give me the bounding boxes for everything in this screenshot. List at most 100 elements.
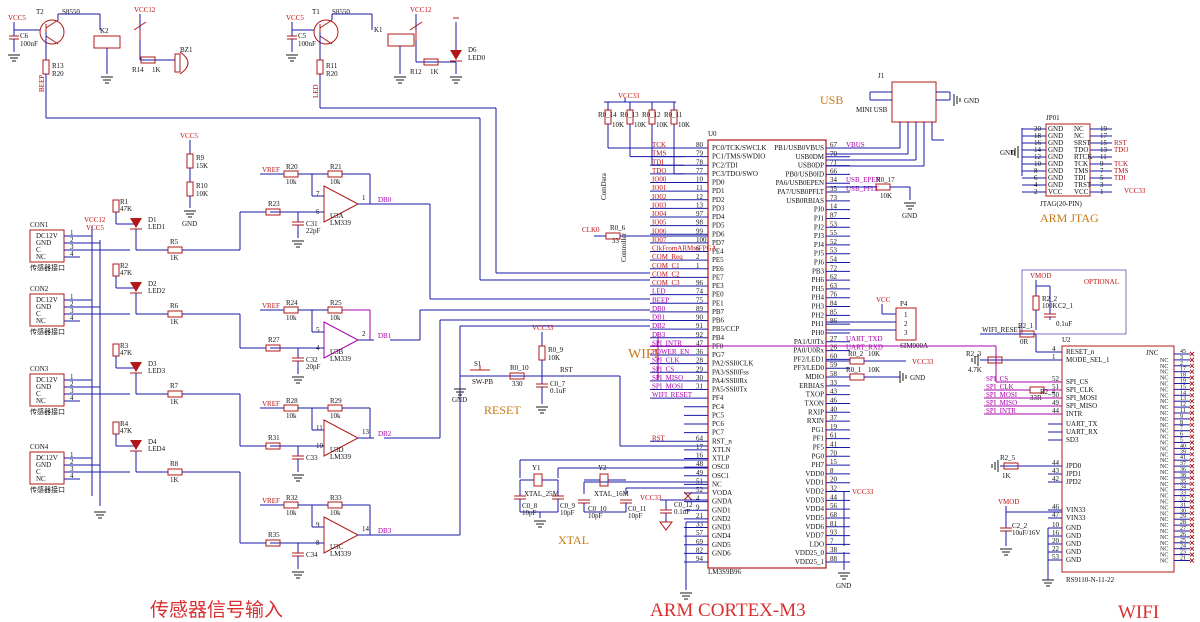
connector-pin-num: 2 <box>70 236 74 244</box>
comparator-part: LM339 <box>330 453 352 461</box>
mcu-left-pin-name: PA4/SSI0Rx <box>712 377 748 385</box>
mcu-right-pin-num: 85 <box>830 308 838 316</box>
wifi-left-pin-net: SPI_MISO <box>986 399 1017 407</box>
comparator-out-net: DB1 <box>378 332 392 340</box>
wifi-right-pin-name: NC <box>1160 476 1168 482</box>
mdio-vcc-label: VCC33 <box>912 358 934 366</box>
wifi-right-pin-num: 13 <box>1180 396 1186 402</box>
jtag-pin-num-left: 18 <box>1034 132 1042 140</box>
mcu-left-pin-name: PC3/TDO/SWO <box>712 170 758 178</box>
jtag-pin-name-left: GND <box>1048 153 1063 161</box>
wifi-right-pin-name: NC <box>1160 446 1168 452</box>
mcu-left-pin-net: COM_Req <box>652 253 683 261</box>
p4-ref: P4 <box>900 300 908 308</box>
mcu-left-pin-name: PD3 <box>712 204 725 212</box>
series-res-val: 1K <box>170 318 179 326</box>
mcu-right-pin-name: USB0DP <box>798 162 824 170</box>
mcu-right-pin-num: 60 <box>830 352 838 360</box>
mcu-left-pin-num: 48 <box>696 460 704 468</box>
comparator-rfb-ref: R33 <box>330 494 342 502</box>
connector-pin-num: 4 <box>70 472 74 480</box>
mcu-left-pin-num: 6 <box>696 245 700 253</box>
wifi-right-pin-num: 12 <box>1180 402 1186 408</box>
mcu-right-pin-net: VBUS <box>846 141 865 149</box>
mcu-left-pin-num: 4 <box>696 495 700 503</box>
jtag-pin-name-left: GND <box>1048 146 1063 154</box>
vref-divider: VCC5 R9 15K R10 10K GND <box>180 132 208 228</box>
jtag-pin-net: RST <box>1114 139 1128 147</box>
mcu-right-pin-num: 38 <box>830 546 838 554</box>
mcu-right-pin-num: 19 <box>830 423 838 431</box>
mcu-right-pin-num: 73 <box>830 194 838 202</box>
net-beep-label: BEEP <box>38 75 46 92</box>
connector-pin-num: 2 <box>70 458 74 466</box>
y1-ref: Y1 <box>532 464 541 472</box>
mcu-right-pin-name: USB0RBIAS <box>786 197 824 205</box>
mcu-right-pin-num: 37 <box>830 414 838 422</box>
mcu-right-pin-name: PA1/U0Tx <box>794 338 825 346</box>
d6-ref: D6 <box>468 46 477 54</box>
mcu-right-pin-num: 71 <box>830 159 838 167</box>
mcu-right-pin-num: 76 <box>830 291 838 299</box>
c0-10-ref: C0_10 <box>588 505 607 513</box>
c6-val: 100nF <box>20 40 38 48</box>
wifi-right-pin-name: NC <box>1160 541 1168 547</box>
jtag-ref: JP01 <box>1046 114 1060 122</box>
mcu-left-pin-num: 64 <box>696 434 704 442</box>
mcu-left-pin-net: SPI_MOSI <box>652 383 684 391</box>
mcu-right-pin-name: PA0/U0Rx <box>794 347 825 355</box>
comparator-rfb-ref: R29 <box>330 397 342 405</box>
pullup-res-ref: R4 <box>120 420 129 428</box>
mcu-left-pin-name: PE0 <box>712 291 724 299</box>
mcu-right-pin-name: VDD5 <box>805 514 824 522</box>
spi-bus <box>650 332 1062 415</box>
sensor-led-val: LED2 <box>148 287 166 295</box>
wifi-right-pin-num: 32 <box>1180 497 1186 503</box>
jtag-pin-name-left: GND <box>1048 167 1063 175</box>
u2-ref: U2 <box>1062 336 1071 344</box>
mcu-left-pin-num: 98 <box>696 219 704 227</box>
jtag-pin-name-left: VCC <box>1048 188 1063 196</box>
comparator-vref: VREF <box>262 497 280 505</box>
mcu-left-pin-num: 13 <box>696 201 704 209</box>
mcu-right-pin-name: VDD2 <box>805 488 824 496</box>
pullup-ref: R0_13 <box>620 111 639 119</box>
buzzer-driver-block: VCC5 C6 100nF T2 S8550 K2 VCC12 R14 1K B… <box>7 6 650 281</box>
wifi-left-pin-net: SPI_INTR <box>986 407 1016 415</box>
wifi-left-pin-num: 16 <box>1052 529 1060 537</box>
mcu-left-pin-name: PE7 <box>712 273 724 281</box>
mcu-right-pin-name: ERBIAS <box>799 382 824 390</box>
wifi-right-pin-name: NC <box>1160 523 1168 529</box>
mcu-left-pin-name: PA2/SSI0CLK <box>712 360 753 368</box>
mcu-right-pin-name: VDD25_0 <box>795 549 825 557</box>
wifi-left-pin-name: INTR <box>1066 410 1083 418</box>
mcu-left-pin-name: PE6 <box>712 265 724 273</box>
comparator-part: LM339 <box>330 355 352 363</box>
jtag-pin-name-left: GND <box>1048 125 1063 133</box>
mcu-right-pin-num: 8 <box>830 467 834 475</box>
jtag-pin-num-left: 4 <box>1034 181 1038 189</box>
wifi-right-pin-num: 26 <box>1180 532 1186 538</box>
jtag-pin-name-left: GND <box>1048 139 1063 147</box>
comparator-pin-a: 9 <box>316 521 320 529</box>
comparator-part: LM339 <box>330 219 352 227</box>
sensor-led-ref: D4 <box>148 438 157 446</box>
wifi-right-pin-num: 7 <box>1180 426 1183 432</box>
mcu-left-pin-name: PE3 <box>712 282 724 290</box>
mcu-right-pin-num: 52 <box>830 238 838 246</box>
mcu-left-pin-name: PD2 <box>712 196 725 204</box>
wifi-right-pin-name: NC <box>1160 535 1168 541</box>
wifi-left-pin-num: 4 <box>1052 345 1056 353</box>
mcu-left-pin-num: 75 <box>696 296 704 304</box>
r0-2-val: 10K <box>868 350 880 358</box>
series-res-ref: R5 <box>170 238 179 246</box>
mcu-right-pin-net: USB_EPEN <box>846 176 881 184</box>
jtag-pin-num-right: 5 <box>1100 174 1104 182</box>
mcu-left-pin-num: 69 <box>696 538 704 546</box>
wifi-right-pin-name: NC <box>1160 464 1168 470</box>
comparator-rin2-ref: R31 <box>268 434 280 442</box>
mcu-right-pin-name: PJ6 <box>814 259 825 267</box>
wifi-left-pin-name: UART_TX <box>1066 420 1097 428</box>
mcu-right-pin-name: PJ3 <box>814 232 825 240</box>
mcu-left-pin-num: 30 <box>696 374 704 382</box>
